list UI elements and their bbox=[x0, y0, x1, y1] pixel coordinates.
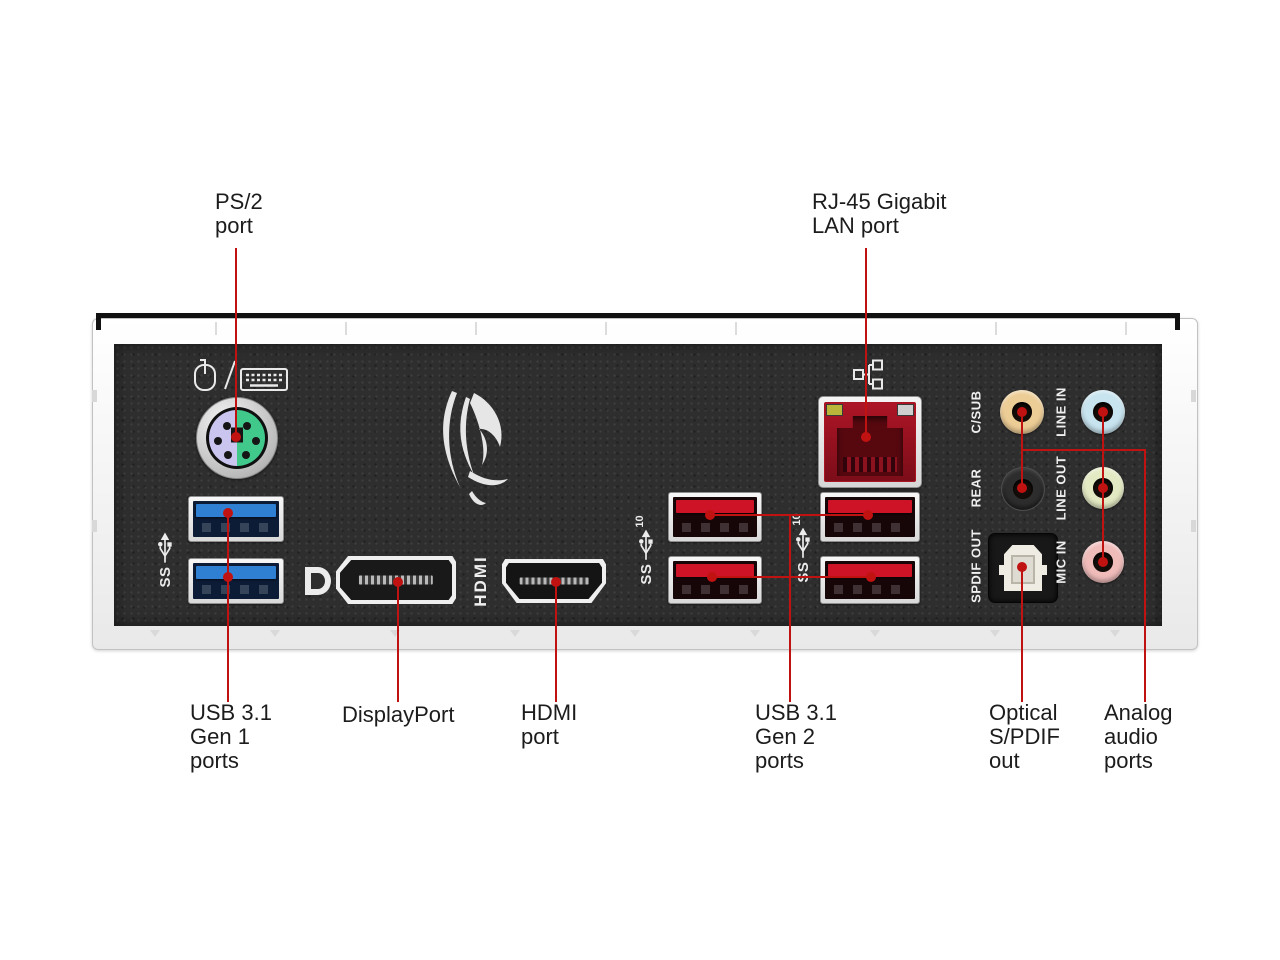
callout-line-usb-gen2-bottom bbox=[711, 576, 872, 578]
io-panel-plate bbox=[114, 344, 1162, 626]
callout-dot-rear bbox=[1017, 483, 1027, 493]
lan-activity-led bbox=[826, 404, 843, 416]
callout-dot-lan bbox=[861, 432, 871, 442]
bracket-top-edge-hook-right bbox=[1175, 313, 1180, 330]
callout-line-usb-gen2 bbox=[789, 514, 791, 702]
lan-network-icon bbox=[853, 359, 883, 390]
callout-dot-usb-gen2-rt bbox=[863, 510, 873, 520]
mouse-keyboard-icon bbox=[194, 359, 288, 391]
bracket-top-edge bbox=[96, 313, 1180, 318]
toslink-connector bbox=[1004, 545, 1042, 591]
callout-dot-usb-gen2-rb bbox=[866, 572, 876, 582]
callout-line-audio-horizontal bbox=[1022, 449, 1146, 451]
callout-dot-hdmi bbox=[551, 577, 561, 587]
callout-dot-ps2 bbox=[231, 432, 241, 442]
usb31-gen1-port-bottom bbox=[188, 558, 284, 604]
rj45-red-housing bbox=[824, 402, 916, 482]
ps2-connector-face bbox=[206, 407, 268, 469]
callout-dot-usb-gen2-lb bbox=[707, 572, 717, 582]
callout-dot-usb-gen1-top bbox=[223, 508, 233, 518]
usb-trident-icon bbox=[158, 532, 172, 563]
callout-line-ps2 bbox=[235, 248, 237, 438]
callout-dot-spdif bbox=[1017, 562, 1027, 572]
rj45-socket bbox=[837, 416, 903, 476]
callout-line-spdif bbox=[1021, 567, 1023, 702]
callout-displayport: DisplayPort bbox=[342, 702, 455, 727]
callout-analog-audio: Analog audio ports bbox=[1104, 700, 1173, 773]
bracket-top-edge-hook-left bbox=[96, 313, 101, 330]
usb31-gen1-port-top bbox=[188, 496, 284, 542]
callout-usb31-gen2: USB 3.1 Gen 2 ports bbox=[755, 700, 837, 773]
callout-dot-line-out bbox=[1098, 483, 1108, 493]
callout-hdmi: HDMI port bbox=[521, 700, 578, 749]
callout-line-audio-left bbox=[1021, 412, 1023, 490]
usb31-gen2-port-left-top bbox=[668, 492, 762, 542]
usb-trident-icon bbox=[639, 529, 653, 560]
callout-dot-mic-in bbox=[1098, 557, 1108, 567]
usb-trident-icon bbox=[796, 527, 810, 558]
callout-ps2-port: PS/2 port bbox=[215, 189, 263, 238]
callout-dot-line-in bbox=[1098, 407, 1108, 417]
callout-usb31-gen1: USB 3.1 Gen 1 ports bbox=[190, 700, 272, 773]
usb31-gen2-port-right-top bbox=[820, 492, 920, 542]
lan-link-led bbox=[897, 404, 914, 416]
callout-dot-displayport bbox=[393, 577, 403, 587]
callout-line-hdmi bbox=[555, 582, 557, 702]
rog-logo bbox=[443, 391, 508, 505]
callout-lan-port: RJ-45 Gigabit LAN port bbox=[812, 189, 947, 238]
callout-spdif: Optical S/PDIF out bbox=[989, 700, 1060, 773]
callout-line-displayport bbox=[397, 582, 399, 702]
displayport-icon bbox=[305, 567, 331, 595]
callout-dot-usb-gen1-bottom bbox=[223, 572, 233, 582]
callout-line-analog bbox=[1144, 449, 1146, 702]
callout-line-lan bbox=[865, 248, 867, 438]
callout-dot-usb-gen2-lt bbox=[705, 510, 715, 520]
rj45-lan-port bbox=[818, 396, 922, 488]
callout-line-usb-gen1 bbox=[227, 512, 229, 702]
callout-dot-csub bbox=[1017, 407, 1027, 417]
